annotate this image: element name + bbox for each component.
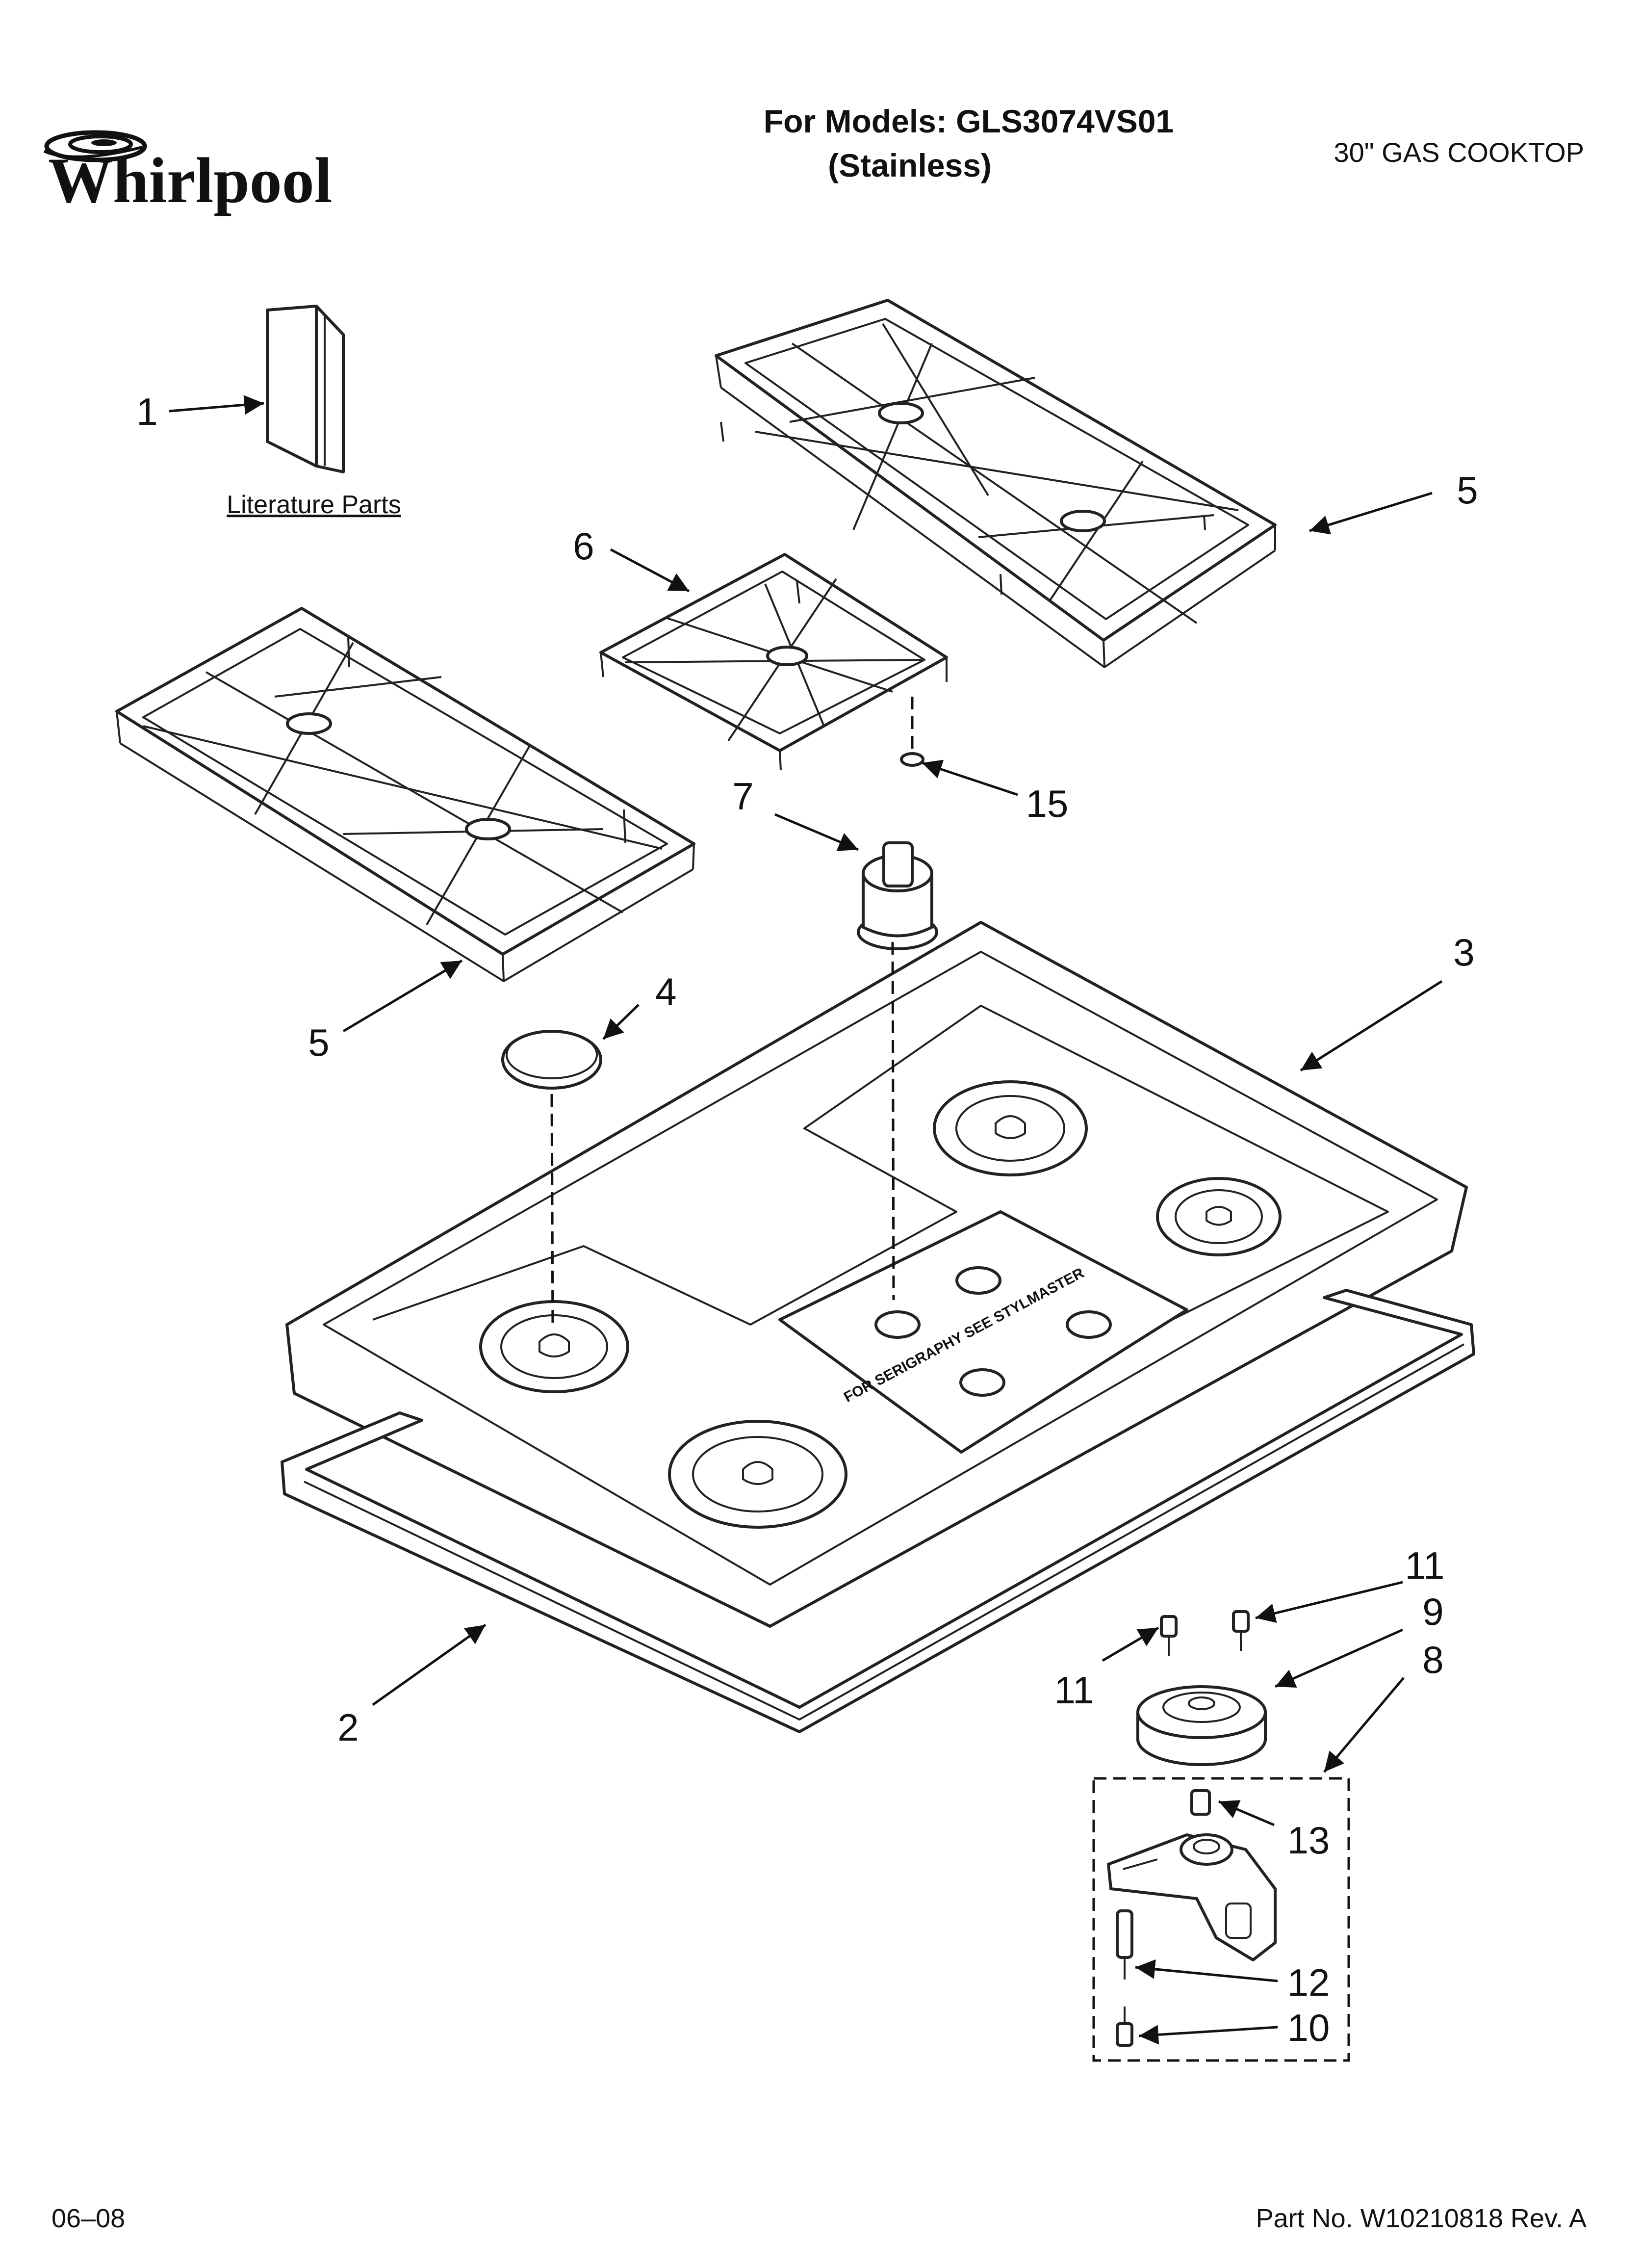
callout-12: 12 bbox=[1287, 1961, 1330, 2004]
callout-9: 9 bbox=[1422, 1590, 1443, 1633]
leader-8 bbox=[1323, 1677, 1405, 1773]
part-11-screw-left bbox=[1160, 1615, 1178, 1656]
part-6-grate-small bbox=[599, 553, 948, 771]
product-name: 30" GAS COOKTOP bbox=[1334, 137, 1584, 168]
footer-date: 06–08 bbox=[51, 2204, 125, 2233]
part-2-gasket bbox=[281, 1289, 1475, 1733]
leader-9 bbox=[1274, 1628, 1404, 1688]
part-12-electrode bbox=[1116, 1909, 1133, 1980]
part-5-grate-right bbox=[715, 299, 1277, 668]
leader-5-right bbox=[1309, 492, 1433, 535]
part-7-knob bbox=[857, 841, 938, 950]
part-5-grate-left bbox=[115, 607, 695, 982]
callout-11-left: 11 bbox=[1054, 1668, 1094, 1712]
leader-7 bbox=[774, 813, 859, 851]
leader-15 bbox=[922, 759, 1018, 796]
leader-11-left bbox=[1102, 1626, 1159, 1662]
part-10-screw bbox=[1116, 2007, 1133, 2047]
leader-10 bbox=[1138, 2025, 1278, 2045]
part-4-cap bbox=[501, 1030, 602, 1090]
callout-5-left: 5 bbox=[308, 1021, 329, 1064]
whirlpool-logo: Whirlpool bbox=[43, 130, 332, 216]
callout-2: 2 bbox=[337, 1706, 359, 1749]
part-13-orifice bbox=[1190, 1789, 1211, 1816]
variant-heading: (Stainless) bbox=[828, 147, 992, 183]
callout-6: 6 bbox=[573, 524, 594, 568]
part-15-foot bbox=[900, 697, 924, 767]
part-1-literature bbox=[266, 305, 345, 473]
models-heading: For Models: GLS3074VS01 bbox=[764, 103, 1174, 139]
part-9-burner-base bbox=[1136, 1685, 1267, 1766]
leader-6 bbox=[610, 548, 690, 593]
leader-1 bbox=[169, 395, 264, 415]
callout-1: 1 bbox=[136, 390, 157, 433]
alignment-line-cap bbox=[550, 1094, 554, 1330]
callout-11-right: 11 bbox=[1405, 1544, 1445, 1587]
leader-4 bbox=[602, 1004, 640, 1040]
callout-8: 8 bbox=[1422, 1638, 1443, 1681]
brand-wordmark: Whirlpool bbox=[48, 144, 332, 216]
part-11-screw-right bbox=[1232, 1610, 1250, 1651]
leader-12 bbox=[1135, 1959, 1278, 1982]
footer-part-number: Part No. W10210818 Rev. A bbox=[1256, 2204, 1587, 2233]
callout-13: 13 bbox=[1287, 1819, 1330, 1862]
swirl-icon bbox=[43, 130, 147, 162]
literature-label: Literature Parts bbox=[227, 491, 401, 519]
callout-5-right: 5 bbox=[1457, 469, 1478, 512]
alignment-line-knob bbox=[891, 941, 895, 1301]
callout-10: 10 bbox=[1287, 2006, 1330, 2049]
callout-4: 4 bbox=[655, 970, 676, 1013]
leader-3 bbox=[1300, 980, 1443, 1072]
callout-3: 3 bbox=[1453, 931, 1474, 974]
part-8-assembly-box bbox=[1092, 1777, 1350, 2062]
part-3-cooktop: FOR SERIGRAPHY SEE STYLMASTER bbox=[285, 921, 1468, 1628]
leader-5-left bbox=[342, 959, 463, 1033]
leader-11-right bbox=[1255, 1581, 1403, 1623]
part-8-valve-body bbox=[1107, 1833, 1277, 1961]
leader-2 bbox=[372, 1623, 487, 1706]
leader-13 bbox=[1218, 1800, 1275, 1826]
callout-7: 7 bbox=[732, 775, 753, 818]
callout-15: 15 bbox=[1026, 782, 1069, 825]
